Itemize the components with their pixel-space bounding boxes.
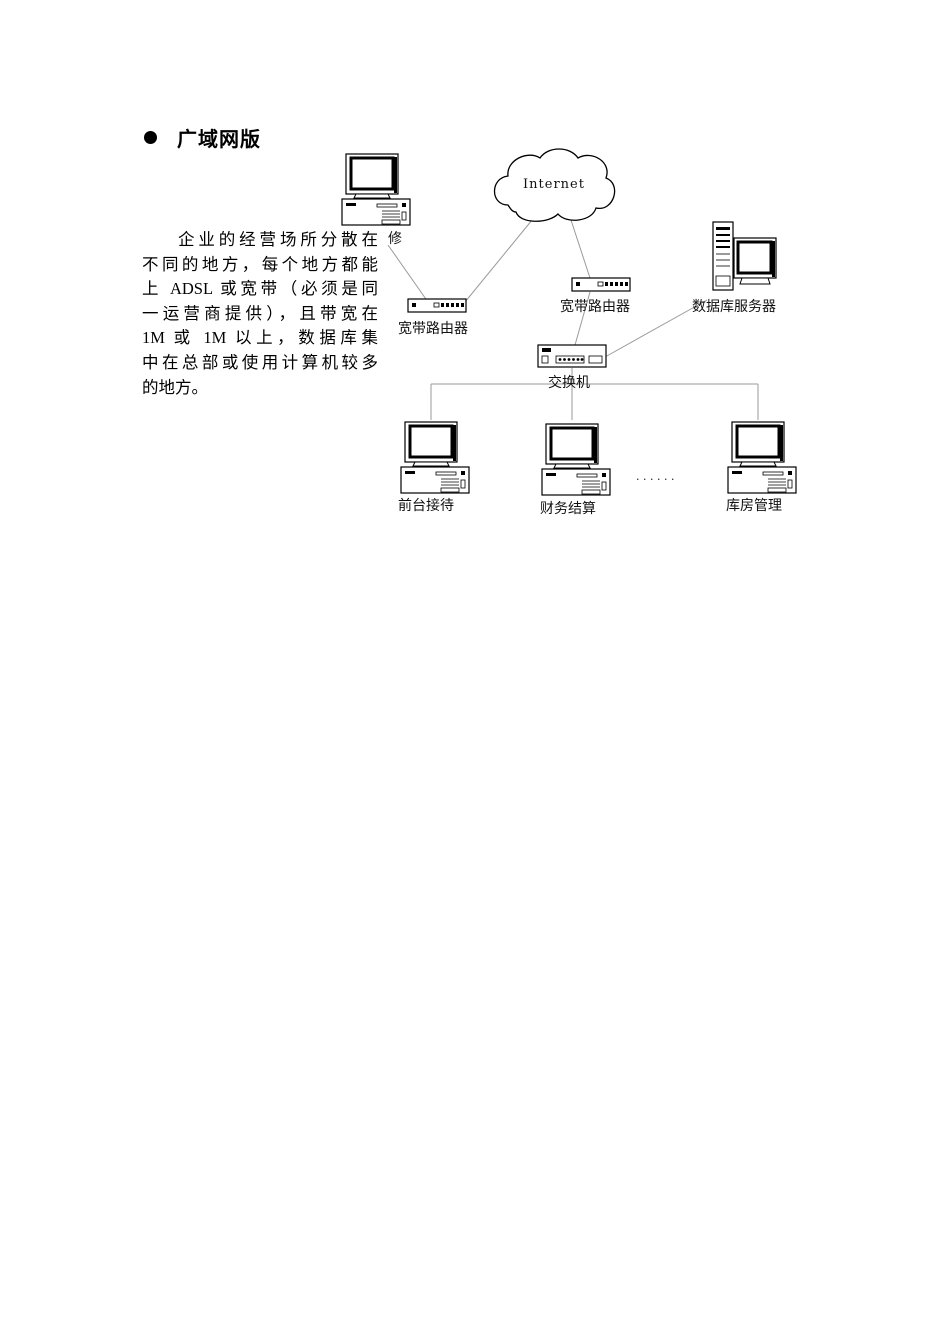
line-db-switch xyxy=(604,299,708,358)
switch-icon xyxy=(537,344,607,368)
paragraph-line: 的地方。 xyxy=(142,377,208,397)
line-internet-router xyxy=(570,219,591,279)
paragraph-line: 1M 或 1M 以上，数据库集 xyxy=(142,328,378,348)
line-remote-pc-router xyxy=(387,244,429,303)
bullet-icon xyxy=(144,130,157,144)
router-left-icon xyxy=(407,298,467,313)
section-heading: 广域网版 xyxy=(144,122,261,152)
database-server-label: 数据库服务器 xyxy=(692,299,776,315)
remote-pc-icon xyxy=(340,152,412,227)
line-router-internet xyxy=(464,213,538,303)
remote-pc-label: 修 xyxy=(388,231,402,247)
connection-lines xyxy=(387,213,759,420)
client-pc-label: 库房管理 xyxy=(726,498,782,514)
router-right-label: 宽带路由器 xyxy=(560,298,630,315)
paragraph-line: 不同的地方，每个地方都能 xyxy=(142,254,378,274)
line-router-switch xyxy=(574,291,591,346)
client-pc-label: 财务结算 xyxy=(540,501,596,517)
client-pc-label: 前台接待 xyxy=(398,497,454,514)
paragraph-line: 中在总部或使用计算机较多 xyxy=(142,352,378,372)
client-pc-icon xyxy=(399,420,471,495)
description-paragraph: 企业的经营场所分散在 不同的地方，每个地方都能 上 ADSL 或宽带（必须是同 … xyxy=(142,228,378,400)
client-pc-icon xyxy=(726,420,798,495)
internet-label: Internet xyxy=(523,177,585,192)
paragraph-line: 一运营商提供），且带宽在 xyxy=(142,303,378,323)
paragraph-line: 企业的经营场所分散在 xyxy=(178,230,378,249)
router-left-label: 宽带路由器 xyxy=(398,320,468,337)
database-server-icon xyxy=(712,221,777,291)
paragraph-line: 上 ADSL 或宽带（必须是同 xyxy=(142,279,378,299)
internet-cloud-icon xyxy=(493,148,616,222)
client-pc-icon xyxy=(540,422,612,497)
ellipsis-label: · · · · · · xyxy=(636,473,674,486)
router-right-icon xyxy=(571,277,631,292)
section-title: 广域网版 xyxy=(177,126,261,151)
switch-label: 交换机 xyxy=(548,374,590,391)
